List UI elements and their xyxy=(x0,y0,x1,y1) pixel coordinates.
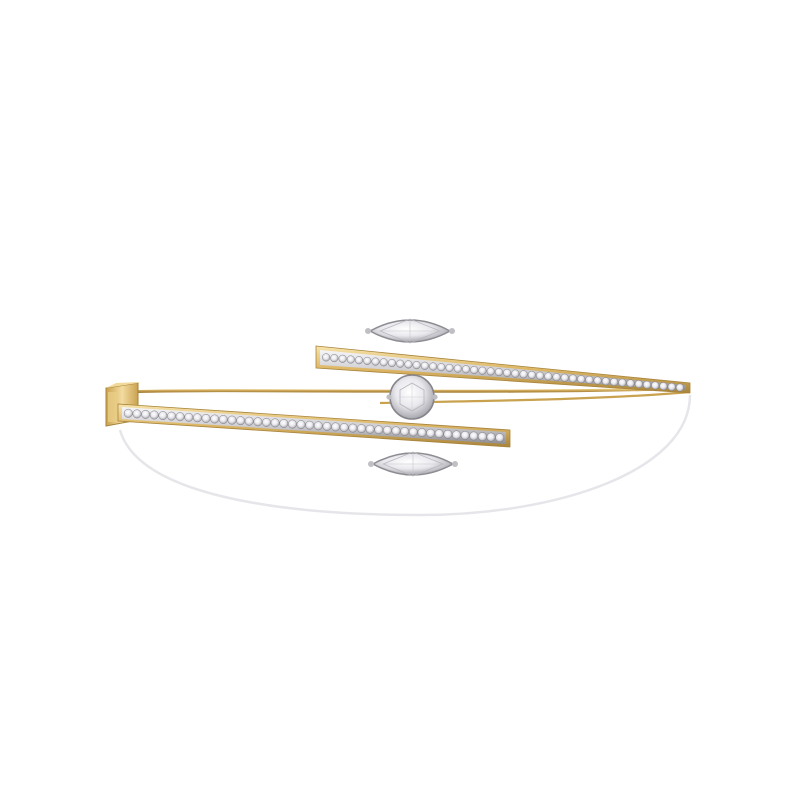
pave-stone xyxy=(331,422,341,432)
pave-stone xyxy=(400,427,410,436)
pave-stone xyxy=(495,433,505,443)
pave-stone xyxy=(123,408,133,418)
pave-stone xyxy=(396,359,405,368)
pave-stone xyxy=(527,370,536,380)
round-center-stone xyxy=(386,374,438,420)
pave-stone xyxy=(477,432,487,442)
pave-stone xyxy=(262,417,271,427)
pave-stone xyxy=(511,369,520,378)
pave-stone xyxy=(279,419,289,428)
pave-stone xyxy=(296,420,306,430)
pave-stone xyxy=(371,357,380,366)
pave-stone xyxy=(330,354,339,363)
pave-stone xyxy=(552,373,561,382)
pave-stone xyxy=(322,421,332,431)
pave-stone xyxy=(519,370,528,379)
pave-stone xyxy=(158,411,168,421)
pave-stone xyxy=(469,431,479,441)
pave-stone xyxy=(503,368,512,377)
pave-stone xyxy=(175,412,185,422)
pave-stone xyxy=(210,414,220,424)
pave-stone xyxy=(634,380,643,389)
pave-stones-upper xyxy=(322,353,684,392)
lower-pave-bar xyxy=(117,403,511,448)
pave-stone xyxy=(585,375,594,384)
pave-stone xyxy=(478,366,487,375)
pave-stone xyxy=(201,413,211,423)
pave-stone xyxy=(132,409,142,419)
pave-stone xyxy=(322,353,331,362)
pave-stone xyxy=(412,361,421,370)
pave-stone xyxy=(357,424,366,434)
pave-stone xyxy=(452,430,461,440)
pave-stone xyxy=(494,368,503,377)
pave-stone xyxy=(346,355,355,364)
pave-stone xyxy=(601,377,610,386)
pave-stone xyxy=(192,413,202,423)
pave-stone xyxy=(253,417,263,427)
pave-stone xyxy=(429,362,438,371)
pave-stone xyxy=(675,383,684,392)
pave-stone xyxy=(408,427,418,437)
pave-stone xyxy=(453,364,462,373)
pave-stone xyxy=(313,421,323,431)
bangle-top-wire xyxy=(124,386,691,394)
upper-pave-bar xyxy=(315,345,691,394)
pave-stone xyxy=(610,377,619,387)
pave-stone xyxy=(544,372,553,381)
pave-stone xyxy=(445,363,454,372)
pave-stone xyxy=(486,367,495,376)
pave-stone xyxy=(461,365,471,374)
pave-stone xyxy=(379,358,388,367)
pave-stones-lower xyxy=(123,408,505,443)
pave-stone xyxy=(486,432,496,442)
pave-stone xyxy=(404,360,413,369)
pave-stone xyxy=(387,358,396,368)
pave-stone xyxy=(382,425,392,435)
pave-stone xyxy=(374,425,384,435)
pave-stone xyxy=(593,376,602,385)
pave-stone xyxy=(227,415,237,425)
pave-stone xyxy=(348,423,358,433)
pave-stone xyxy=(434,429,444,439)
pave-stone xyxy=(354,356,364,365)
marquise-stone-bottom xyxy=(368,451,458,477)
pave-stone xyxy=(218,415,228,424)
pave-stone xyxy=(149,410,159,420)
pave-stone xyxy=(426,428,436,438)
pave-stone xyxy=(577,375,586,384)
pave-stone xyxy=(642,380,652,389)
pave-stone xyxy=(184,412,194,422)
pave-stone xyxy=(363,356,372,365)
bangle-back-wire xyxy=(118,394,692,517)
pave-stone xyxy=(236,416,246,426)
pave-stone xyxy=(443,429,453,439)
pave-stone xyxy=(618,378,627,387)
pave-stone xyxy=(338,354,347,363)
pave-stone xyxy=(391,426,401,436)
pave-stone xyxy=(270,418,280,428)
pave-stone xyxy=(365,424,375,434)
pave-stone xyxy=(659,382,668,391)
pave-stone xyxy=(626,379,635,388)
pave-stone xyxy=(470,365,479,375)
pave-stone xyxy=(287,419,297,429)
pave-stone xyxy=(535,371,545,380)
pave-stone xyxy=(141,409,151,419)
pave-stone xyxy=(244,416,254,426)
pave-stone xyxy=(667,382,676,391)
pave-stone xyxy=(437,363,446,372)
pave-stone xyxy=(651,381,660,390)
pave-stone xyxy=(167,411,176,421)
pave-stone xyxy=(417,428,427,438)
pave-stone xyxy=(560,373,569,382)
marquise-stone-top xyxy=(365,318,455,344)
pave-stone xyxy=(460,430,470,440)
pave-stone xyxy=(420,361,429,370)
pave-stone xyxy=(339,423,349,432)
pave-stone xyxy=(568,374,577,383)
pave-stone xyxy=(305,420,315,430)
